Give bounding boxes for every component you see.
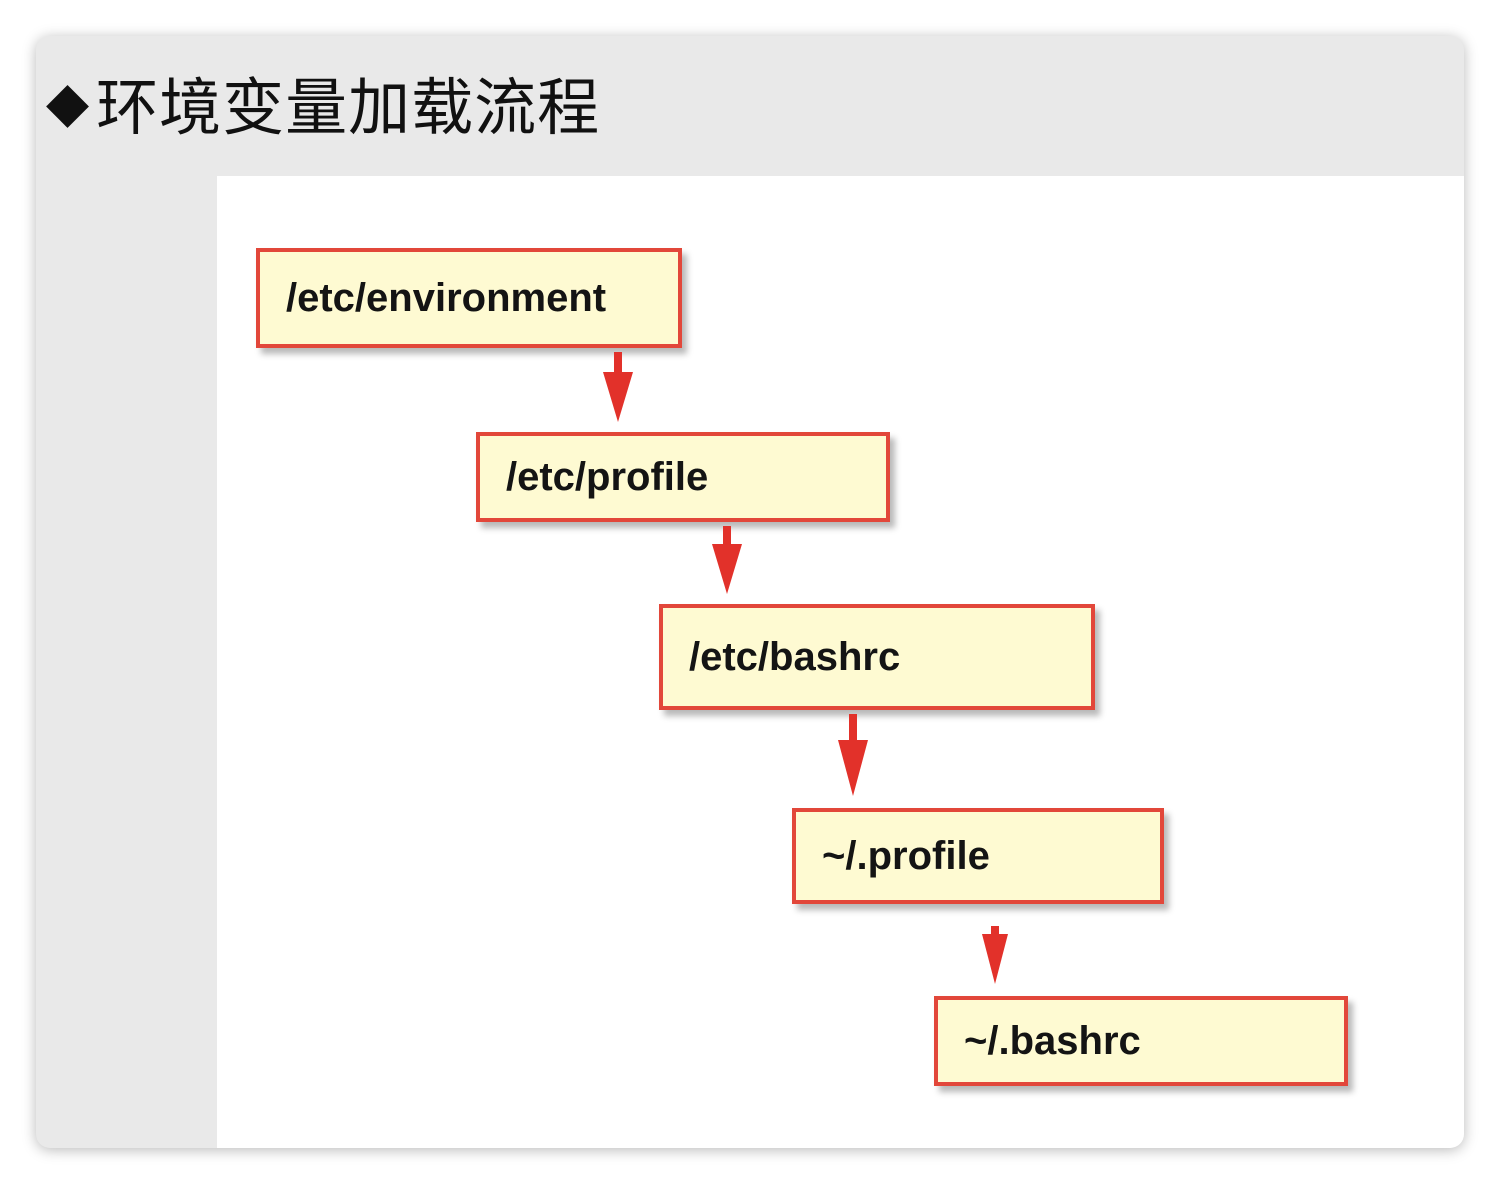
flow-arrow-2 <box>712 526 742 594</box>
flow-arrow-3 <box>838 714 868 796</box>
flow-node-label: ~/.profile <box>822 833 990 878</box>
flow-node-label: /etc/bashrc <box>689 634 901 679</box>
flow-node-home-bashrc: ~/.bashrc <box>934 996 1348 1086</box>
flow-node-label: ~/.bashrc <box>964 1018 1141 1063</box>
slide-title: ◆ 环境变量加载流程 <box>46 62 600 145</box>
flow-arrow-4 <box>982 926 1008 984</box>
slide-title-text: 环境变量加载流程 <box>96 71 601 144</box>
flow-arrow-1 <box>603 352 633 422</box>
flow-node-home-profile: ~/.profile <box>792 808 1164 904</box>
flow-node-etc-bashrc: /etc/bashrc <box>659 604 1095 710</box>
flow-node-etc-profile: /etc/profile <box>476 432 890 522</box>
diamond-bullet-icon: ◆ <box>46 69 91 135</box>
flow-node-environment: /etc/environment <box>256 248 682 348</box>
flow-node-label: /etc/profile <box>506 454 709 499</box>
slide-card: ◆ 环境变量加载流程 <box>36 36 1464 1148</box>
flow-node-label: /etc/environment <box>286 275 607 320</box>
